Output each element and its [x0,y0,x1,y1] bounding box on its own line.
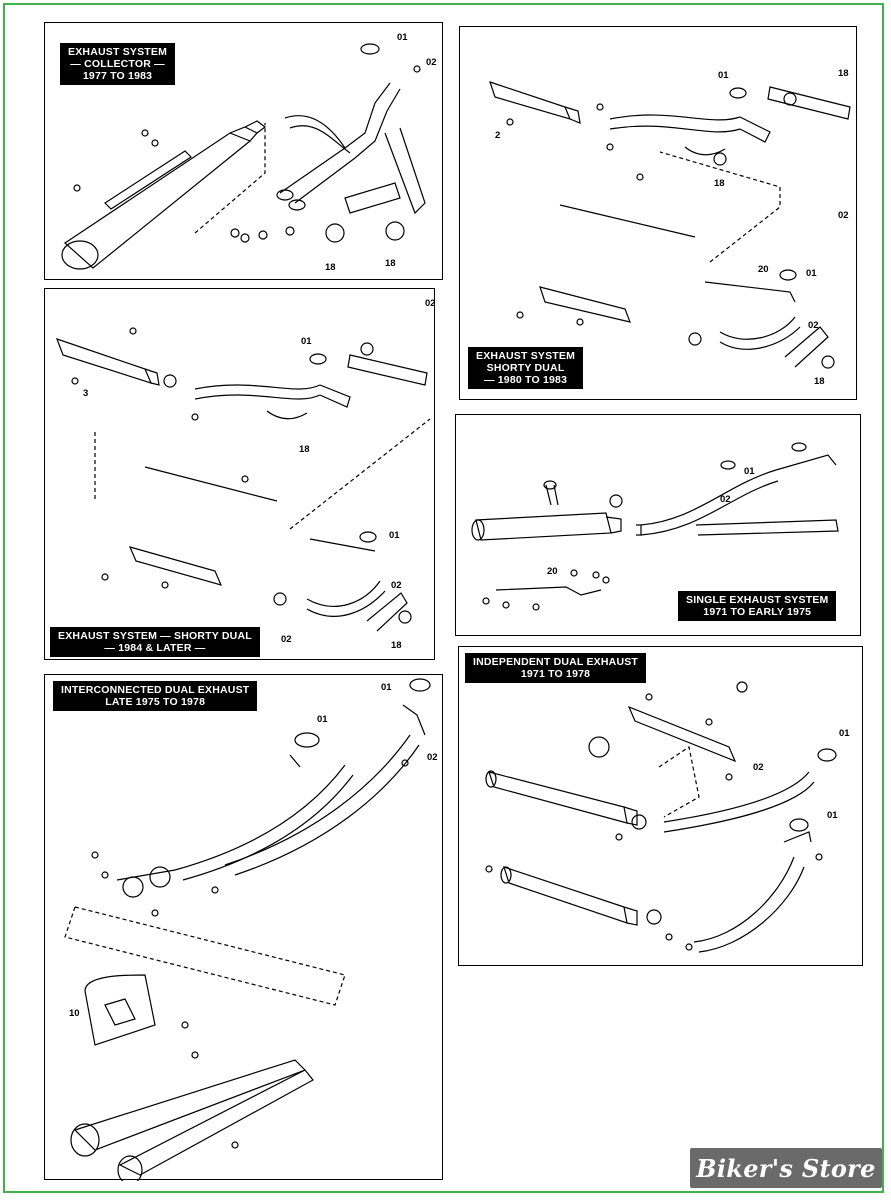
callout: 02 [838,210,849,221]
callout: 20 [758,264,769,275]
callout: 18 [391,640,402,651]
callout: 02 [720,494,731,505]
callout: 01 [301,336,312,347]
callout: 18 [325,262,336,273]
panel-single-exhaust: SINGLE EXHAUST SYSTEM 1971 TO EARLY 1975… [455,414,861,636]
bikers-store-logo: Biker's Store [690,1148,882,1188]
independent-diagram [485,681,837,953]
shorty-dual-1980-title: EXHAUST SYSTEM SHORTY DUAL — 1980 TO 198… [468,347,584,389]
callout: 20 [547,566,558,577]
callout: 02 [808,320,819,331]
collector-exploded-diagram [61,43,426,270]
callout: 18 [838,68,849,79]
callout: 18 [299,444,310,455]
single-exhaust-diagram [471,442,839,611]
callout: 2 [495,130,501,141]
callout: 01 [381,682,392,693]
callout: 01 [806,268,817,279]
callout: 18 [714,178,725,189]
panel-shorty-dual-1980: EXHAUST SYSTEM SHORTY DUAL — 1980 TO 198… [459,26,857,400]
shorty-dual-1980-diagram [489,81,851,369]
callout: 02 [281,634,292,645]
shorty-dual-1984-diagram [55,327,431,632]
callout: 02 [753,762,764,773]
logo-text: Biker's Store [696,1154,876,1183]
callout: 3 [83,388,89,399]
panel-shorty-dual-1984: EXHAUST SYSTEM — SHORTY DUAL — 1984 & LA… [44,288,436,660]
single-exhaust-title: SINGLE EXHAUST SYSTEM 1971 TO EARLY 1975 [678,591,837,621]
panel-interconnected: INTERCONNECTED DUAL EXHAUST LATE 1975 TO… [44,674,443,1181]
callout: 01 [397,32,408,43]
callout: 01 [839,728,850,739]
callout: 10 [69,1008,80,1019]
independent-title: INDEPENDENT DUAL EXHAUST 1971 TO 1978 [465,653,647,683]
callout: 01 [317,714,328,725]
callout: 01 [389,530,400,541]
interconnected-diagram [64,678,431,1181]
interconnected-title: INTERCONNECTED DUAL EXHAUST LATE 1975 TO… [53,681,258,711]
page-frame [3,3,884,1193]
callout: 01 [718,70,729,81]
callout: 02 [427,752,438,763]
collector-title: EXHAUST SYSTEM — COLLECTOR — 1977 TO 198… [60,43,176,85]
callout: 18 [385,258,396,269]
callout: 02 [426,57,437,68]
shorty-dual-1984-title: EXHAUST SYSTEM — SHORTY DUAL — 1984 & LA… [50,627,260,657]
callout: 01 [744,466,755,477]
panel-collector: EXHAUST SYSTEM — COLLECTOR — 1977 TO 198… [44,22,443,280]
callout: 02 [391,580,402,591]
callout: 02 [425,298,436,309]
panel-independent: INDEPENDENT DUAL EXHAUST 1971 TO 1978 01… [458,646,863,966]
callout: 18 [814,376,825,387]
callout: 01 [827,810,838,821]
